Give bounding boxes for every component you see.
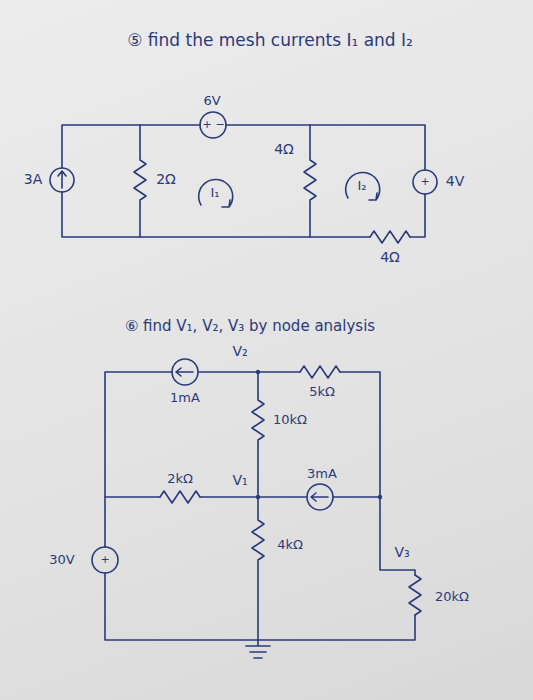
source-arrow: [311, 493, 328, 501]
source-value: 30V: [49, 553, 74, 567]
polarity-mark: +: [202, 119, 211, 131]
current-source: [50, 168, 74, 192]
mesh-current: I₁: [210, 186, 219, 200]
resistor-value: 20kΩ: [435, 590, 469, 604]
resistor-value: 4kΩ: [277, 538, 303, 552]
source-arrow: [58, 171, 66, 188]
mesh-arrow: [346, 172, 380, 200]
node-dot: [256, 370, 260, 374]
problem-statement: ⑥ find V₁, V₂, V₃ by node analysis: [125, 318, 375, 335]
resistor-value: 2kΩ: [167, 472, 193, 486]
resistor-symbol: [252, 372, 264, 497]
resistor-symbol: [252, 497, 264, 640]
source-value: 3mA: [307, 467, 337, 481]
node-voltage: V₂: [232, 344, 247, 359]
source-value: 4V: [446, 174, 464, 189]
polarity-mark: +: [100, 554, 109, 566]
resistor-value: 5kΩ: [309, 385, 335, 399]
resistor-symbol: [370, 231, 410, 243]
polarity-mark: +: [420, 176, 429, 188]
problem-statement: ⑤ find the mesh currents I₁ and I₂: [127, 31, 413, 50]
node-voltage: V₁: [232, 473, 247, 488]
current-source: [307, 484, 333, 510]
polarity-mark: −: [215, 119, 224, 131]
resistor-symbol: [300, 366, 340, 378]
voltage-source: [413, 170, 437, 194]
resistor-symbol: [134, 125, 146, 237]
resistor-value: 10kΩ: [273, 413, 307, 427]
voltage-source: [92, 547, 118, 573]
node-voltage: V₃: [394, 545, 409, 560]
resistor-value: 2Ω: [156, 172, 176, 187]
resistor-value: 4Ω: [380, 250, 400, 265]
resistor-value: 4Ω: [274, 142, 294, 157]
mesh-current: I₂: [357, 179, 366, 193]
resistor-symbol: [304, 125, 316, 237]
resistor-symbol: [409, 575, 421, 615]
source-value: 3A: [24, 172, 42, 187]
wire: [105, 496, 380, 498]
ground-symbol: [246, 640, 270, 658]
mesh-arrow: [199, 179, 233, 207]
voltage-source: [200, 112, 226, 138]
wire: [105, 372, 415, 640]
resistor-symbol: [160, 491, 200, 503]
wire: [62, 125, 425, 237]
source-value: 1mA: [170, 391, 200, 405]
node-dot: [256, 495, 260, 499]
current-source: [172, 359, 198, 385]
source-value: 6V: [203, 94, 220, 108]
node-dot: [378, 495, 382, 499]
source-arrow: [176, 368, 193, 376]
